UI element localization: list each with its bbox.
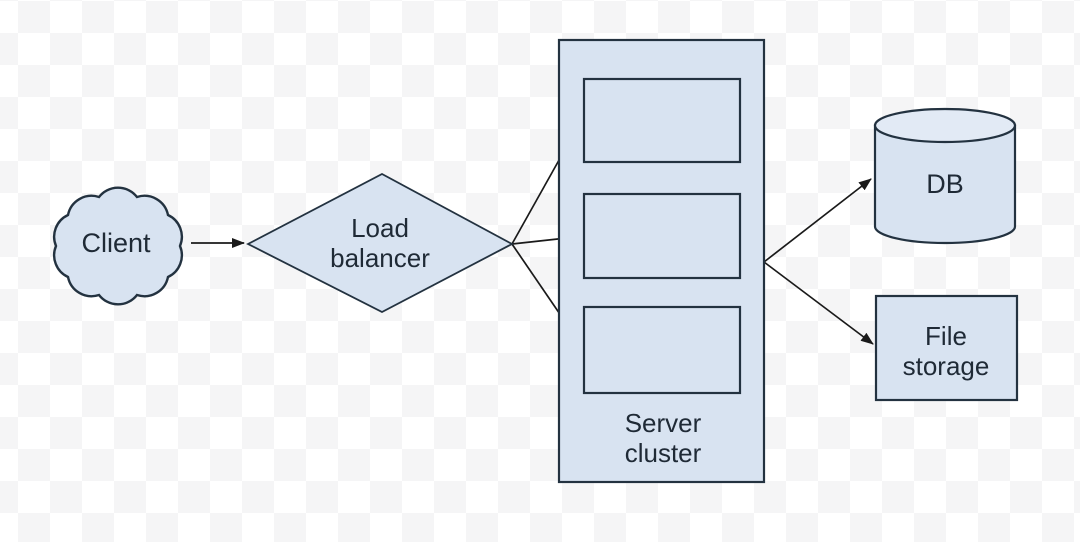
server-box-1 [582,77,742,164]
edge-server-cluster-to-file-storage [763,261,874,345]
file-storage-box [874,294,1019,402]
node-file-storage-label-line2: storage [903,351,990,381]
node-db-label: DB [926,169,964,199]
node-load-balancer-label-line2: balancer [330,243,430,273]
node-db: DB [873,107,1017,245]
node-file-storage: File storage [874,294,1019,402]
node-load-balancer: Load balancer [246,172,514,314]
node-file-storage-label-line1: File [925,321,967,351]
node-client-label: Client [81,228,151,258]
db-cylinder-top [873,107,1017,144]
diamond-shape [246,172,514,314]
node-server-cluster: Server cluster [557,38,766,484]
server-box-3 [582,305,742,395]
db-cylinder-body [873,124,1017,245]
node-server-cluster-label-line1: Server [625,408,702,438]
server-box-2 [582,192,742,280]
edge-server-cluster-to-db [763,178,872,263]
node-load-balancer-label-line1: Load [351,213,409,243]
cloud-shape [52,186,184,306]
node-server-cluster-label-line2: cluster [625,438,702,468]
node-client: Client [52,186,184,306]
